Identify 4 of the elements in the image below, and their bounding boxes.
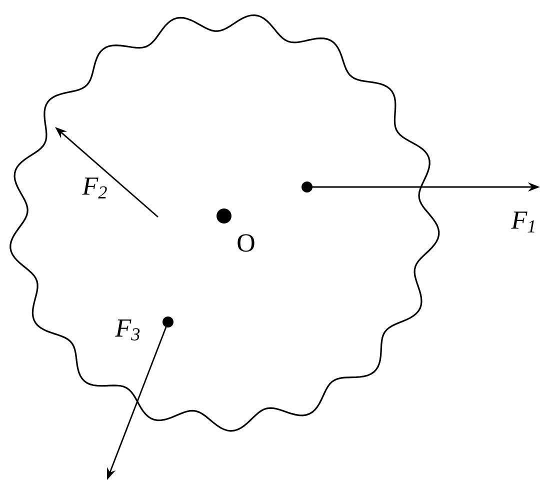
force-label: F$_{2}$: [82, 178, 107, 198]
point-label: O: [238, 234, 254, 252]
force-label: F$_{1}$: [511, 212, 534, 232]
force-label: F$_{3}$: [115, 320, 140, 340]
